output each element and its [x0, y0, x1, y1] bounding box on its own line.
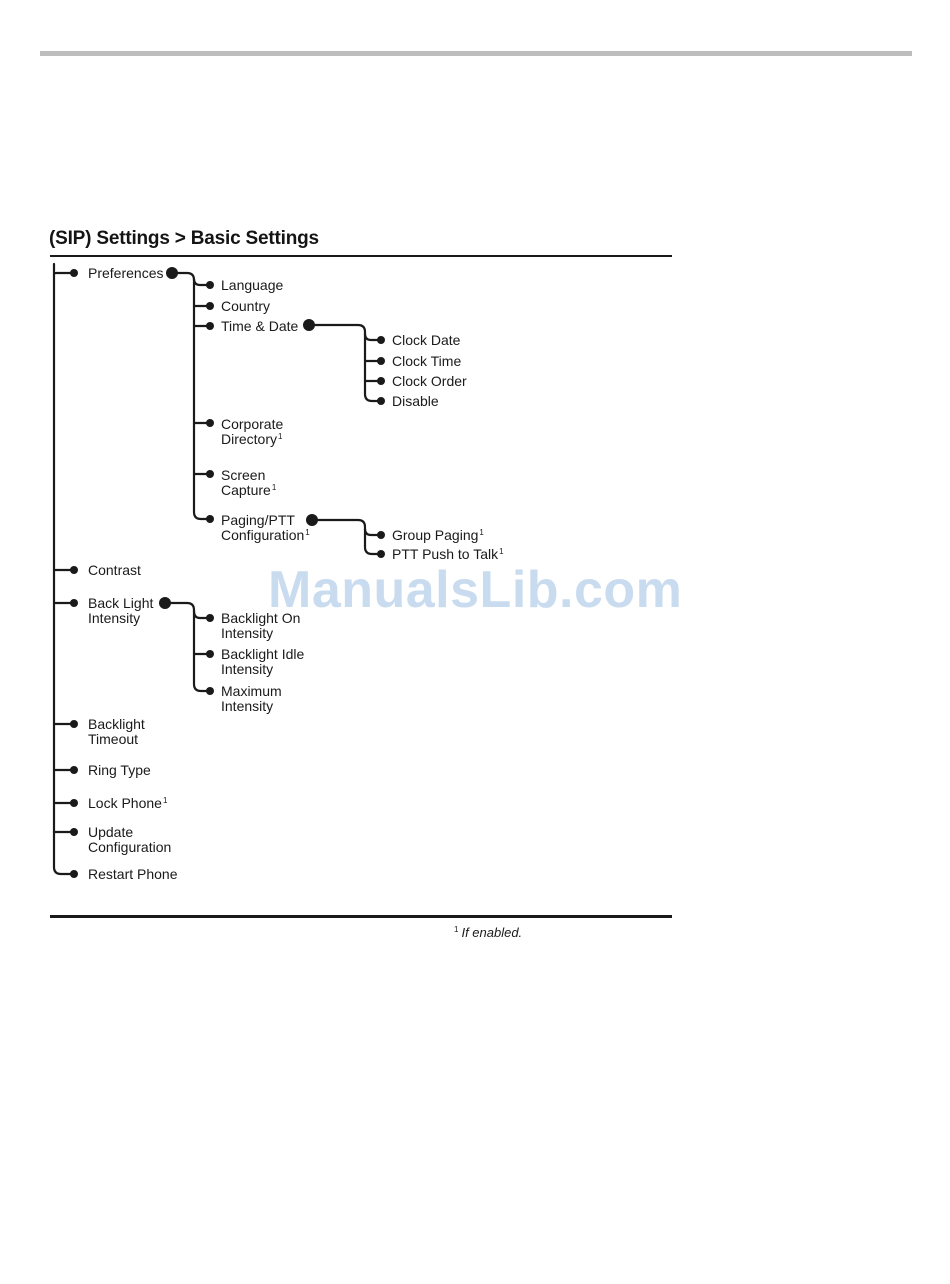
- node-paging-ptt: [306, 514, 318, 526]
- root-trunk-line: [52, 262, 75, 876]
- item-country: Country: [221, 298, 271, 314]
- branch-clock-date: [363, 332, 382, 342]
- footnote-marker: 1: [278, 432, 283, 441]
- bullet-country: [206, 302, 214, 310]
- item-group-paging: Group Paging1: [392, 527, 484, 543]
- item-lock-phone: Lock Phone1: [88, 795, 168, 811]
- item-restart-phone: Restart Phone: [88, 866, 178, 882]
- title-rule: [50, 255, 672, 257]
- bullet-disable: [377, 397, 385, 405]
- bullet-maximum-intensity: [206, 687, 214, 695]
- item-clock-order: Clock Order: [392, 373, 467, 389]
- connector-preferences: [171, 271, 211, 521]
- node-time-date: [303, 319, 315, 331]
- node-back-light: [159, 597, 171, 609]
- item-clock-time: Clock Time: [392, 353, 462, 369]
- bullet-clock-order: [377, 377, 385, 385]
- bullet-contrast: [70, 566, 78, 574]
- bullet-backlight-idle: [206, 650, 214, 658]
- top-divider-bar: [40, 51, 912, 56]
- footnote-marker: 1: [454, 925, 459, 934]
- connector-time-date: [308, 323, 382, 403]
- footnote-marker: 1: [479, 528, 484, 537]
- item-contrast: Contrast: [88, 562, 141, 578]
- bullet-ring-type: [70, 766, 78, 774]
- bullet-group-paging: [377, 531, 385, 539]
- bullet-clock-time: [377, 357, 385, 365]
- bullet-preferences: [70, 269, 78, 277]
- connector-paging-ptt: [310, 518, 382, 556]
- footnote-marker: 1: [162, 796, 168, 805]
- branch-language: [192, 277, 211, 287]
- branch-preferences: [52, 271, 75, 276]
- bullet-backlight-timeout: [70, 720, 78, 728]
- page-title: (SIP) Settings > Basic Settings: [49, 228, 319, 249]
- branch-group-paging: [363, 527, 382, 537]
- bullet-screen-capture: [206, 470, 214, 478]
- bottom-rule: [50, 915, 672, 918]
- item-ptt-push-to-talk: PTT Push to Talk1: [392, 546, 504, 562]
- bullet-restart-phone: [70, 870, 78, 878]
- footnote-marker: 1: [305, 528, 310, 537]
- bullet-time-date: [206, 322, 214, 330]
- item-preferences: Preferences: [88, 265, 164, 281]
- node-preferences: [166, 267, 178, 279]
- footnote-text: If enabled.: [461, 925, 523, 940]
- item-ring-type: Ring Type: [88, 762, 151, 778]
- branch-backlight-on: [192, 609, 211, 620]
- bullet-paging-ptt: [206, 515, 214, 523]
- watermark-text: ManualsLib.com: [268, 561, 683, 619]
- bullet-lock-phone: [70, 799, 78, 807]
- bullet-backlight-on: [206, 614, 214, 622]
- bullet-language: [206, 281, 214, 289]
- item-disable: Disable: [392, 393, 439, 409]
- connector-back-light: [163, 601, 211, 693]
- bullet-clock-date: [377, 336, 385, 344]
- item-clock-date: Clock Date: [392, 332, 461, 348]
- footnote-marker: 1: [499, 547, 504, 556]
- item-language: Language: [221, 277, 284, 293]
- bullet-back-light: [70, 599, 78, 607]
- item-time-date: Time & Date: [221, 318, 299, 334]
- footnote-marker: 1: [271, 483, 277, 492]
- bullet-corporate-directory: [206, 419, 214, 427]
- bullet-update-configuration: [70, 828, 78, 836]
- bullet-ptt-push-to-talk: [377, 550, 385, 558]
